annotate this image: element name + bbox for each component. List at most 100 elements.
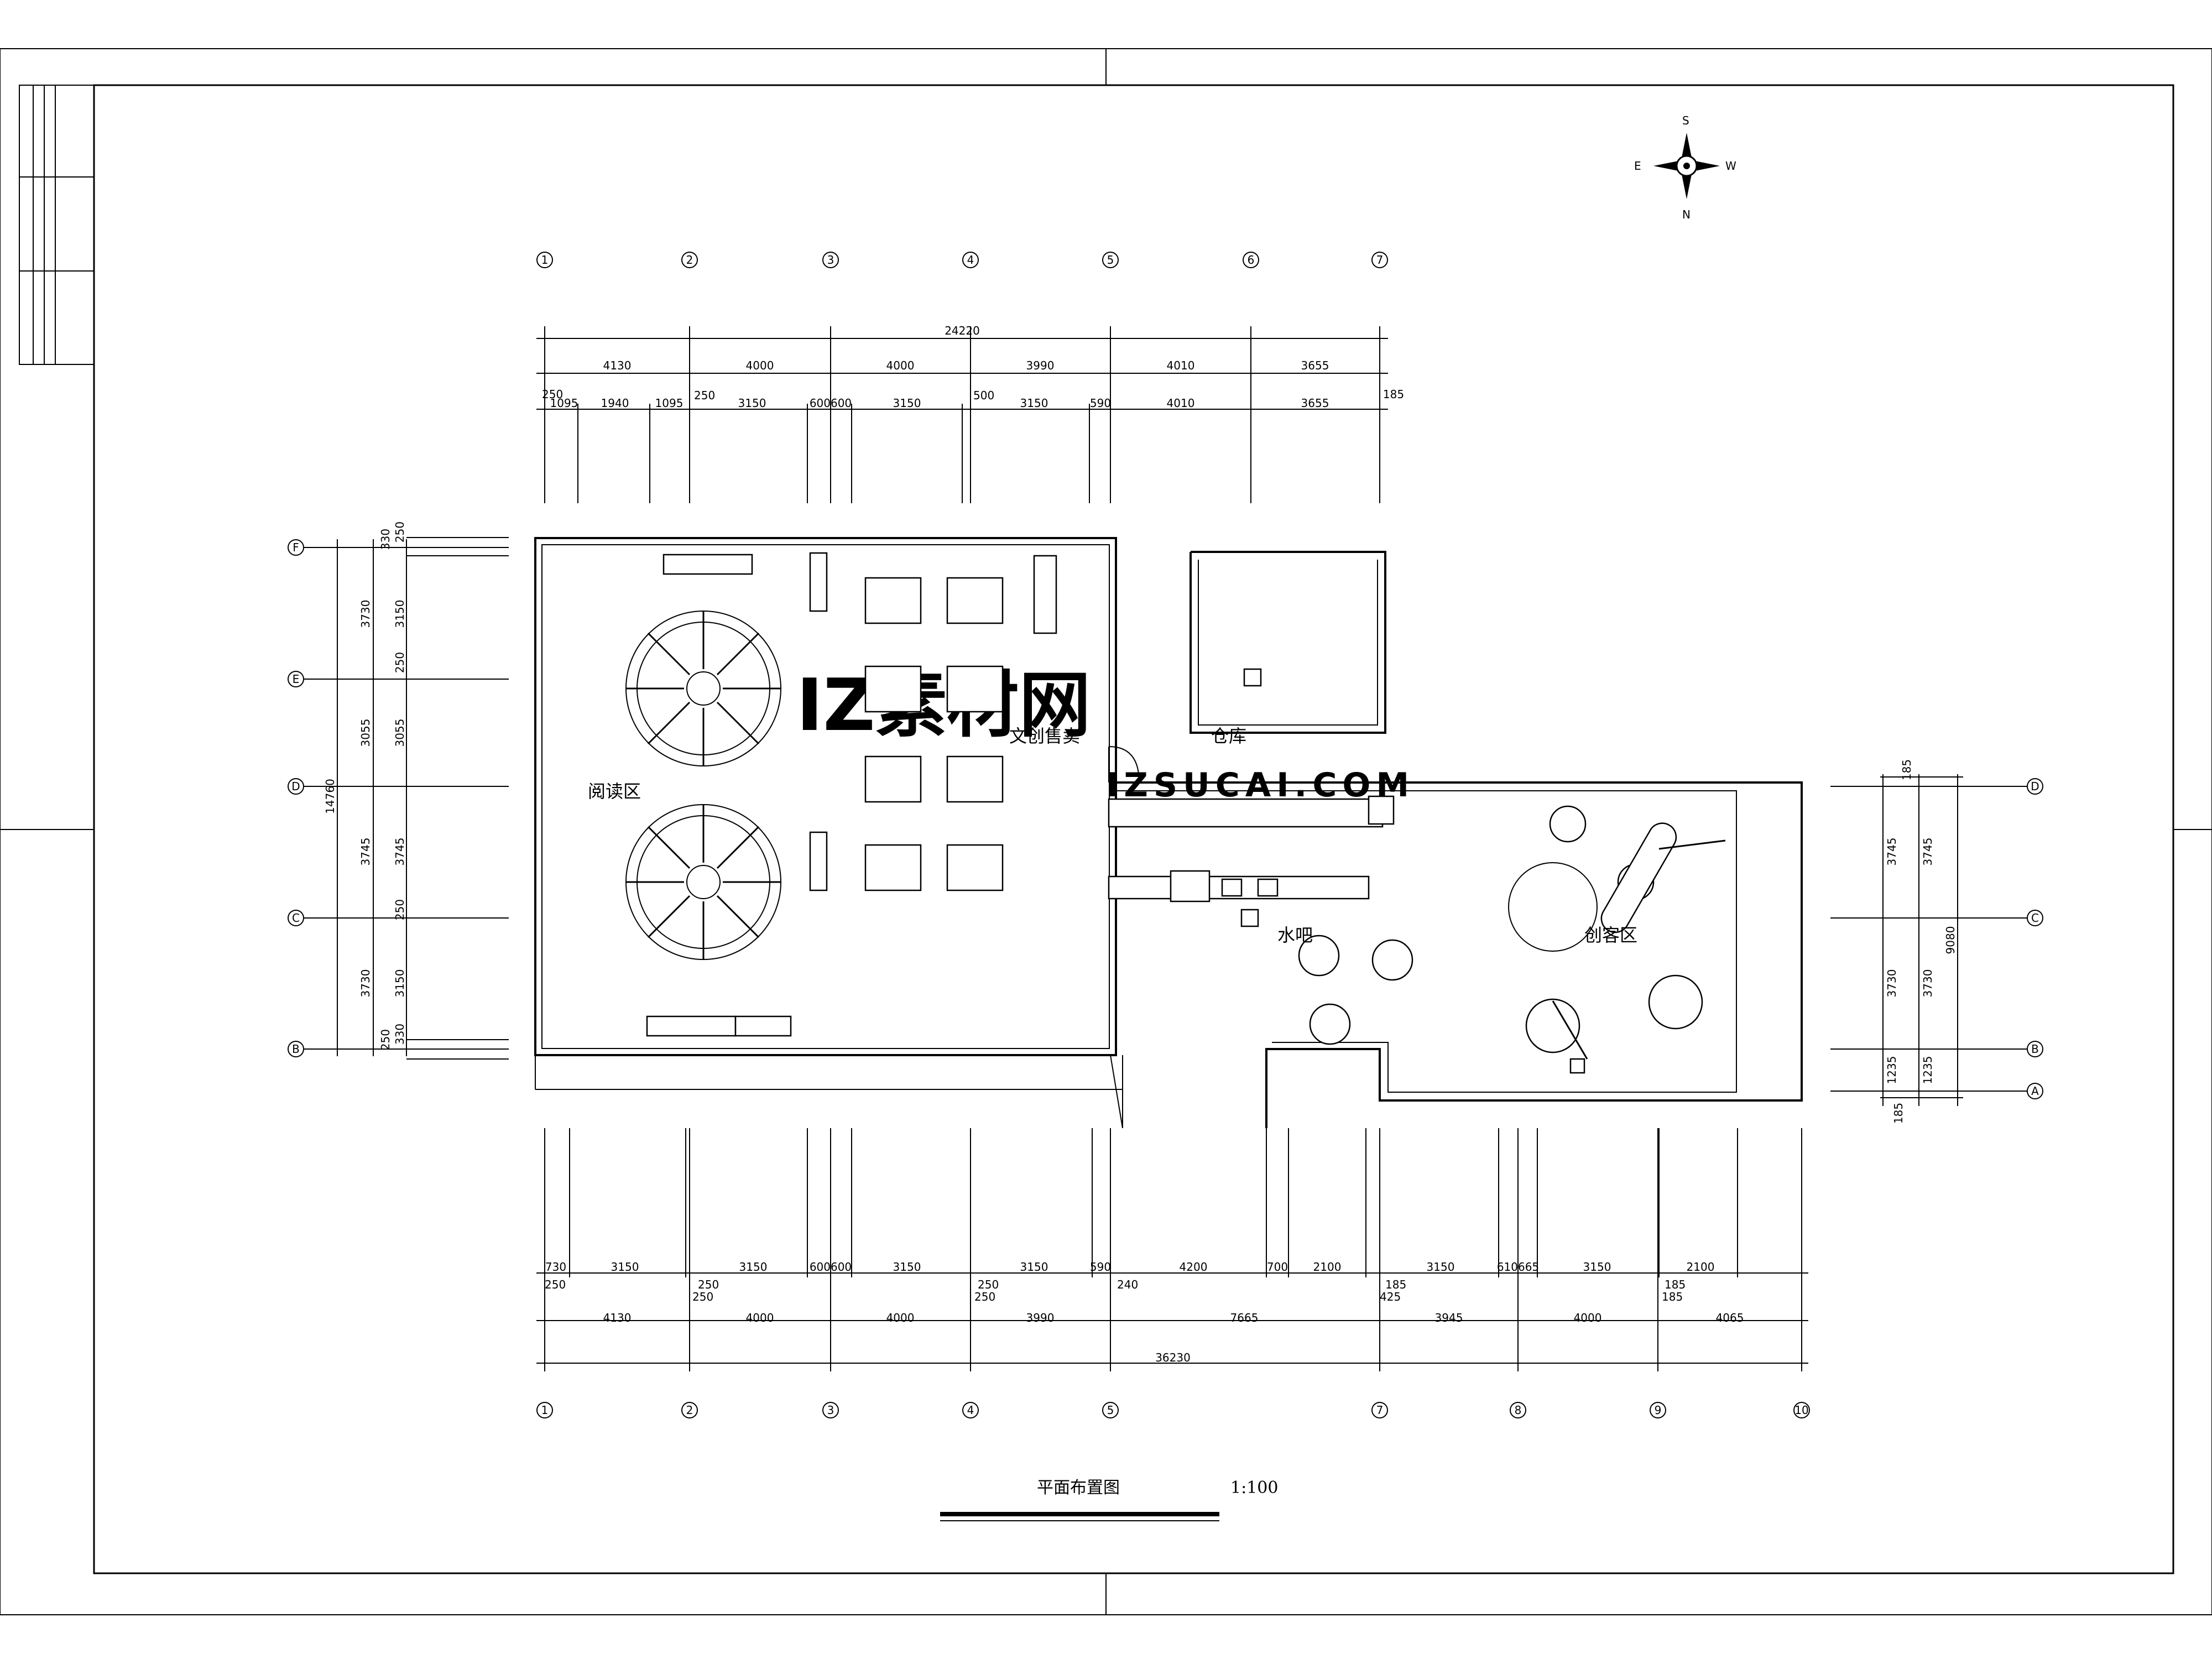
round-bookshelf — [625, 804, 781, 960]
svg-text:250: 250 — [379, 1029, 392, 1050]
svg-text:330: 330 — [379, 529, 392, 550]
svg-text:F: F — [293, 541, 299, 554]
svg-text:3150: 3150 — [393, 969, 406, 998]
grid-bubble: B — [2027, 1041, 2043, 1057]
svg-text:250: 250 — [393, 652, 406, 673]
svg-text:5: 5 — [1107, 1404, 1114, 1417]
top-dimensions: 24220 4130 4000 4000 3990 4010 3655 250 … — [536, 324, 1404, 503]
svg-text:4000: 4000 — [886, 359, 915, 372]
grid-bubble: 9 — [1650, 1402, 1666, 1418]
svg-text:4065: 4065 — [1716, 1311, 1744, 1324]
svg-text:D: D — [291, 780, 300, 793]
svg-text:1095: 1095 — [550, 397, 578, 410]
svg-text:185: 185 — [1662, 1290, 1683, 1303]
svg-text:3745: 3745 — [1921, 838, 1934, 866]
svg-text:600600: 600600 — [810, 1260, 852, 1274]
svg-text:610665: 610665 — [1497, 1260, 1539, 1274]
grid-bubble: B — [288, 1041, 304, 1057]
grid-bubble: E — [288, 671, 304, 687]
svg-text:3730: 3730 — [1885, 969, 1898, 998]
room-label-maker: 创客区 — [1584, 925, 1637, 946]
svg-text:2100: 2100 — [1313, 1260, 1342, 1274]
svg-text:3150: 3150 — [611, 1260, 639, 1274]
svg-text:590: 590 — [1090, 397, 1111, 410]
grid-bubble: D — [288, 778, 304, 795]
svg-text:4130: 4130 — [603, 1311, 632, 1324]
drawing-border — [0, 48, 2212, 1615]
round-bookshelf — [625, 611, 781, 766]
drawing-scale: 1:100 — [1230, 1478, 1278, 1498]
room-label-storage: 仓库 — [1211, 726, 1246, 747]
svg-text:4010: 4010 — [1167, 397, 1195, 410]
maker-furniture — [1508, 805, 1726, 1074]
svg-text:4130: 4130 — [603, 359, 632, 372]
building-walls — [534, 537, 1803, 1129]
watermark-sub: IZSUCAI.COM — [1106, 766, 1415, 805]
room-label-reading: 阅读区 — [588, 781, 641, 802]
svg-text:4200: 4200 — [1180, 1260, 1208, 1274]
svg-text:3150: 3150 — [1427, 1260, 1455, 1274]
svg-text:4000: 4000 — [1574, 1311, 1602, 1324]
svg-text:C: C — [2031, 911, 2039, 925]
svg-text:3150: 3150 — [1583, 1260, 1611, 1274]
svg-text:250: 250 — [545, 1278, 566, 1291]
svg-text:700: 700 — [1267, 1260, 1288, 1274]
grid-bubble: C — [2027, 910, 2043, 926]
svg-text:3150: 3150 — [1020, 397, 1048, 410]
svg-text:250: 250 — [542, 388, 563, 401]
svg-text:1235: 1235 — [1885, 1056, 1898, 1084]
compass-south: S — [1682, 114, 1689, 127]
grid-bubble: F — [288, 539, 304, 556]
svg-text:4000: 4000 — [886, 1311, 915, 1324]
svg-text:3745: 3745 — [1885, 838, 1898, 866]
svg-text:3: 3 — [827, 253, 834, 267]
svg-text:2: 2 — [686, 253, 693, 267]
drawing-title-block: 平面布置图 1:100 — [940, 1478, 1278, 1521]
svg-text:600600: 600600 — [810, 397, 852, 410]
svg-text:250: 250 — [393, 899, 406, 920]
svg-text:185: 185 — [1383, 388, 1404, 401]
svg-text:6: 6 — [1248, 253, 1255, 267]
grid-bubble: 3 — [822, 1402, 839, 1418]
grid-bubble: 5 — [1102, 252, 1119, 268]
dim-top-total: 24220 — [945, 324, 980, 337]
right-axis-column: D C B A 185 3745 3730 1235 3745 3730 123… — [1830, 759, 2043, 1124]
grid-bubble: 10 — [1793, 1402, 1810, 1418]
svg-text:3150: 3150 — [738, 397, 766, 410]
svg-text:5: 5 — [1107, 253, 1114, 267]
svg-text:B: B — [2031, 1042, 2039, 1056]
svg-text:240: 240 — [1117, 1278, 1138, 1291]
top-axis-row: 1 2 3 4 5 6 7 — [536, 252, 1388, 268]
grid-bubble: A — [2027, 1083, 2043, 1099]
svg-text:1: 1 — [541, 253, 549, 267]
svg-text:1940: 1940 — [601, 397, 629, 410]
svg-text:3: 3 — [827, 1404, 834, 1417]
left-axis-column: F E D C B 14760 3730 3055 3745 3730 3150… — [288, 521, 509, 1060]
compass-east: E — [1634, 159, 1641, 173]
svg-text:250: 250 — [692, 1290, 713, 1303]
grid-bubble: 4 — [962, 1402, 979, 1418]
svg-text:590: 590 — [1090, 1260, 1111, 1274]
svg-text:7665: 7665 — [1230, 1311, 1259, 1324]
shop-display-tables — [646, 552, 1057, 1037]
room-label-shop: 文创售卖 — [1009, 726, 1080, 747]
grid-bubble: 8 — [1510, 1402, 1526, 1418]
svg-text:3150: 3150 — [893, 1260, 921, 1274]
grid-bubble: 4 — [962, 252, 979, 268]
svg-text:2100: 2100 — [1687, 1260, 1715, 1274]
room-label-water-bar: 水吧 — [1277, 925, 1313, 946]
svg-text:3150: 3150 — [739, 1260, 768, 1274]
watermark-main: IZ素材网 — [796, 663, 1091, 747]
svg-text:3745: 3745 — [359, 838, 372, 866]
grid-bubble: D — [2027, 778, 2043, 795]
compass-north: N — [1682, 208, 1691, 221]
svg-text:3945: 3945 — [1435, 1311, 1463, 1324]
svg-text:36230: 36230 — [1155, 1351, 1191, 1364]
bar-counters — [1108, 668, 1413, 1045]
grid-bubble: 3 — [822, 252, 839, 268]
svg-text:A: A — [2031, 1084, 2039, 1098]
svg-text:4010: 4010 — [1167, 359, 1195, 372]
svg-text:3655: 3655 — [1301, 359, 1329, 372]
svg-text:250: 250 — [694, 389, 715, 402]
svg-text:3150: 3150 — [893, 397, 921, 410]
